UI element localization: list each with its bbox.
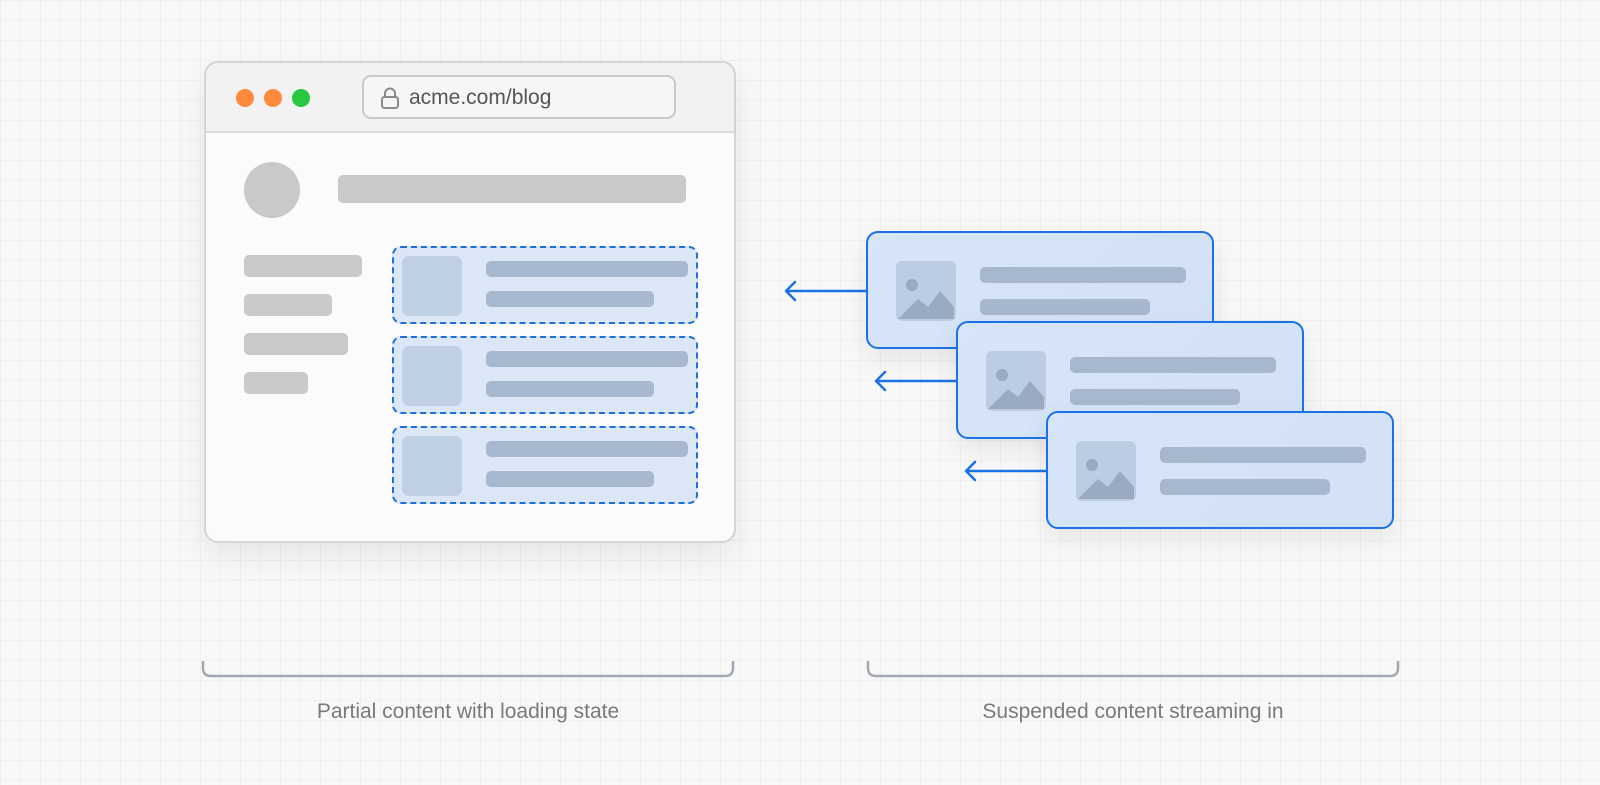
loading-slot <box>392 426 698 504</box>
line-placeholder <box>486 441 688 457</box>
caption-left: Partial content with loading state <box>316 700 620 723</box>
loading-slot <box>392 246 698 324</box>
sidebar-placeholder <box>244 333 348 355</box>
thumbnail-placeholder <box>402 436 462 496</box>
line-placeholder <box>486 381 654 397</box>
bracket-left <box>201 661 735 678</box>
avatar-placeholder <box>244 162 300 218</box>
caption-right: Suspended content streaming in <box>982 700 1284 723</box>
loading-slot <box>392 336 698 414</box>
line-placeholder <box>1070 389 1240 405</box>
bracket-right <box>866 661 1400 678</box>
close-dot <box>236 89 254 107</box>
title-placeholder <box>338 175 686 203</box>
line-placeholder <box>1070 357 1276 373</box>
streamed-content-card <box>1046 411 1394 529</box>
sidebar-placeholder <box>244 372 308 394</box>
address-bar[interactable]: acme.com/blog <box>362 75 676 119</box>
arrow-left-icon <box>874 370 962 392</box>
line-placeholder <box>980 267 1186 283</box>
lock-icon <box>381 87 399 109</box>
thumbnail-placeholder <box>402 256 462 316</box>
line-placeholder <box>1160 447 1366 463</box>
image-icon <box>986 351 1046 411</box>
thumbnail-placeholder <box>402 346 462 406</box>
minimize-dot <box>264 89 282 107</box>
maximize-dot <box>292 89 310 107</box>
arrow-left-icon <box>784 280 872 302</box>
line-placeholder <box>980 299 1150 315</box>
browser-window: acme.com/blog <box>204 61 736 543</box>
sidebar-placeholder <box>244 255 362 277</box>
image-icon <box>1076 441 1136 501</box>
line-placeholder <box>486 351 688 367</box>
line-placeholder <box>486 471 654 487</box>
arrow-left-icon <box>964 460 1052 482</box>
image-icon <box>896 261 956 321</box>
line-placeholder <box>486 261 688 277</box>
line-placeholder <box>486 291 654 307</box>
line-placeholder <box>1160 479 1330 495</box>
browser-toolbar: acme.com/blog <box>206 63 734 133</box>
url-text: acme.com/blog <box>409 86 552 109</box>
sidebar-placeholder <box>244 294 332 316</box>
